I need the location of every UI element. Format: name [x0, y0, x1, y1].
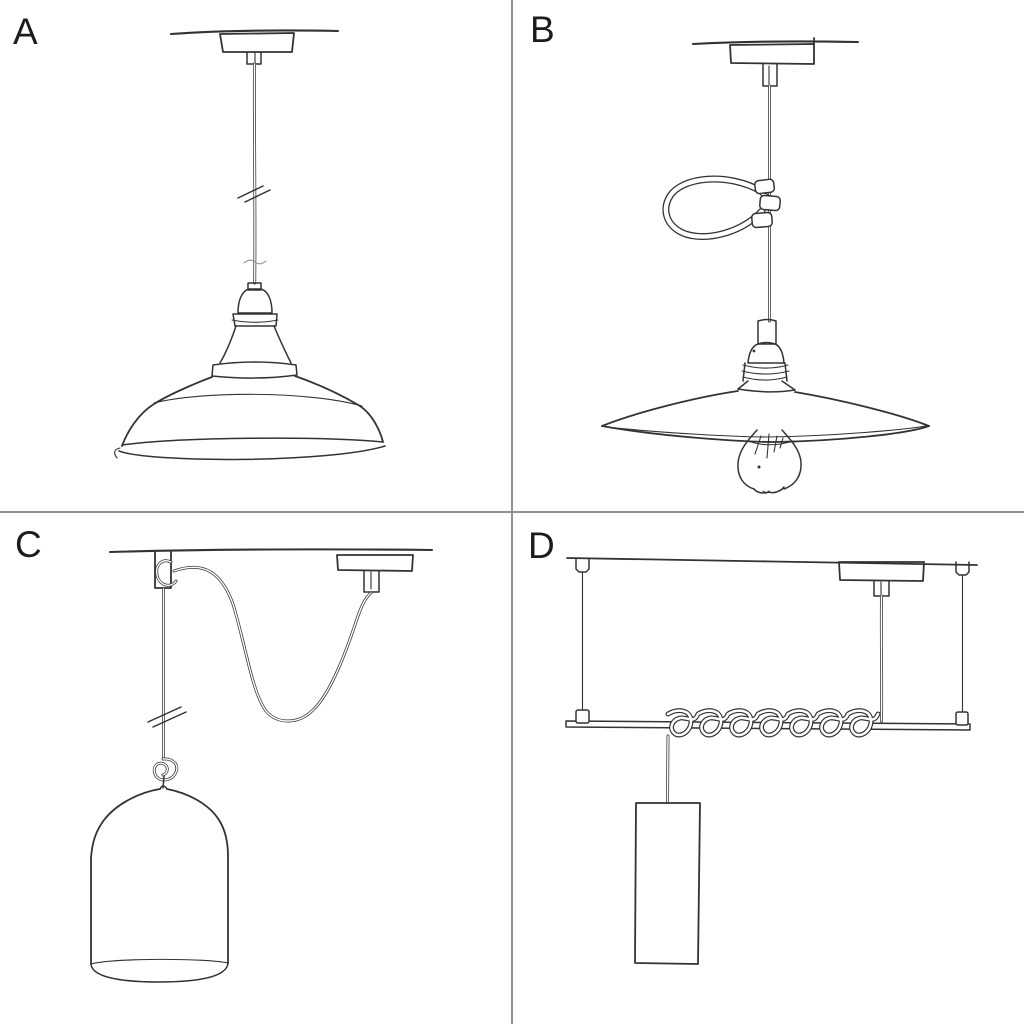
panel-c: C [0, 512, 512, 1024]
suspension-cables [581, 571, 964, 723]
cord-knot [152, 757, 179, 789]
pendant-sketch-d [565, 557, 978, 965]
ceiling-hook-left [575, 558, 590, 573]
ceiling-line [169, 29, 340, 36]
drop-cord [147, 587, 187, 761]
panel-d: D [512, 512, 1024, 1024]
lamp-holder [231, 282, 279, 327]
ceiling-canopy [108, 548, 434, 593]
ceiling-canopy [566, 557, 978, 597]
panel-a: A [0, 0, 512, 512]
ceiling-line [691, 40, 860, 46]
light-bulb [737, 429, 802, 494]
cord-grip [246, 51, 262, 65]
pendant-sketch-a [114, 29, 386, 461]
pendant-sketch-b [601, 37, 930, 494]
tube-shade [634, 802, 701, 965]
flat-saucer-shade [601, 380, 930, 446]
swag-cable [155, 559, 373, 723]
cord-grip [762, 63, 778, 87]
ceiling-rose [729, 43, 815, 65]
drop-cord [666, 734, 670, 805]
pendant-sketch-c [90, 548, 434, 983]
industrial-shade [114, 325, 386, 461]
ceiling-line [108, 548, 434, 554]
lamp-holder [741, 318, 790, 382]
cable-length-adjuster [662, 175, 781, 241]
ceiling-canopy [169, 29, 340, 65]
grid-divider-horizontal [0, 511, 1024, 513]
ceiling-line [566, 557, 978, 566]
panel-b-label: B [530, 9, 555, 50]
panel-c-label: C [15, 524, 42, 565]
panel-d-label: D [528, 525, 555, 566]
panel-b: B [512, 0, 1024, 512]
pendant-cord [237, 62, 271, 285]
bulb-filament [754, 433, 784, 459]
cable-break-marks [147, 706, 187, 728]
ceiling-rose [219, 32, 295, 53]
ceiling-rose [336, 554, 414, 572]
cable-break-marks [237, 185, 271, 203]
ceiling-canopy [691, 37, 860, 87]
panel-a-label: A [13, 11, 38, 52]
wrapped-cord-coils [665, 708, 881, 738]
bell-shade [90, 785, 229, 983]
ceiling-rose [838, 561, 925, 582]
